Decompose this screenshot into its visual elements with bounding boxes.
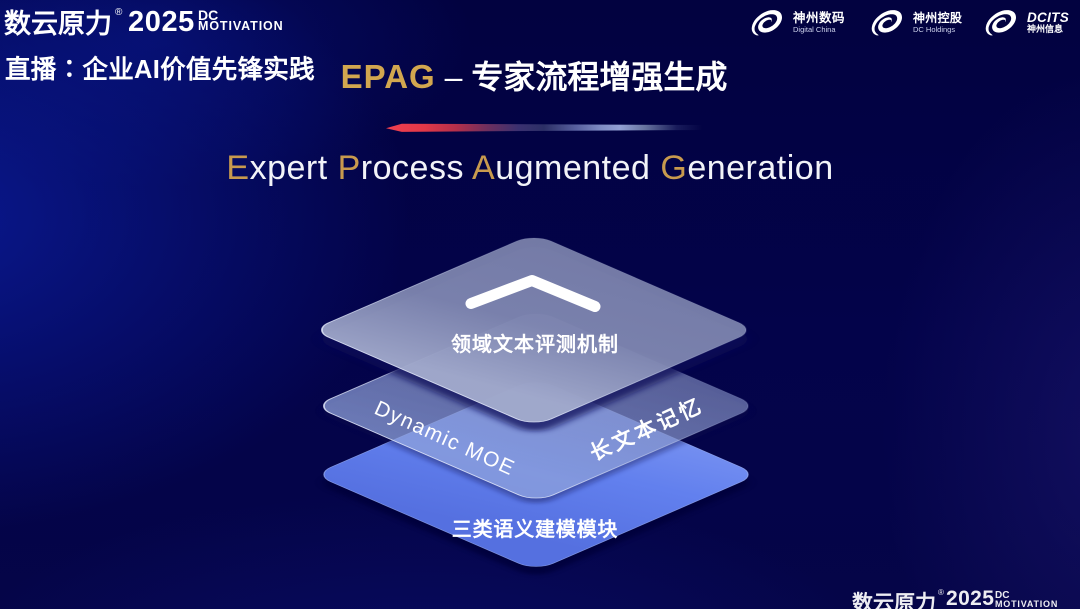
svg-text:领域文本评测机制: 领域文本评测机制 <box>451 332 619 356</box>
svg-text:三类语义建模模块: 三类语义建模模块 <box>452 517 619 541</box>
